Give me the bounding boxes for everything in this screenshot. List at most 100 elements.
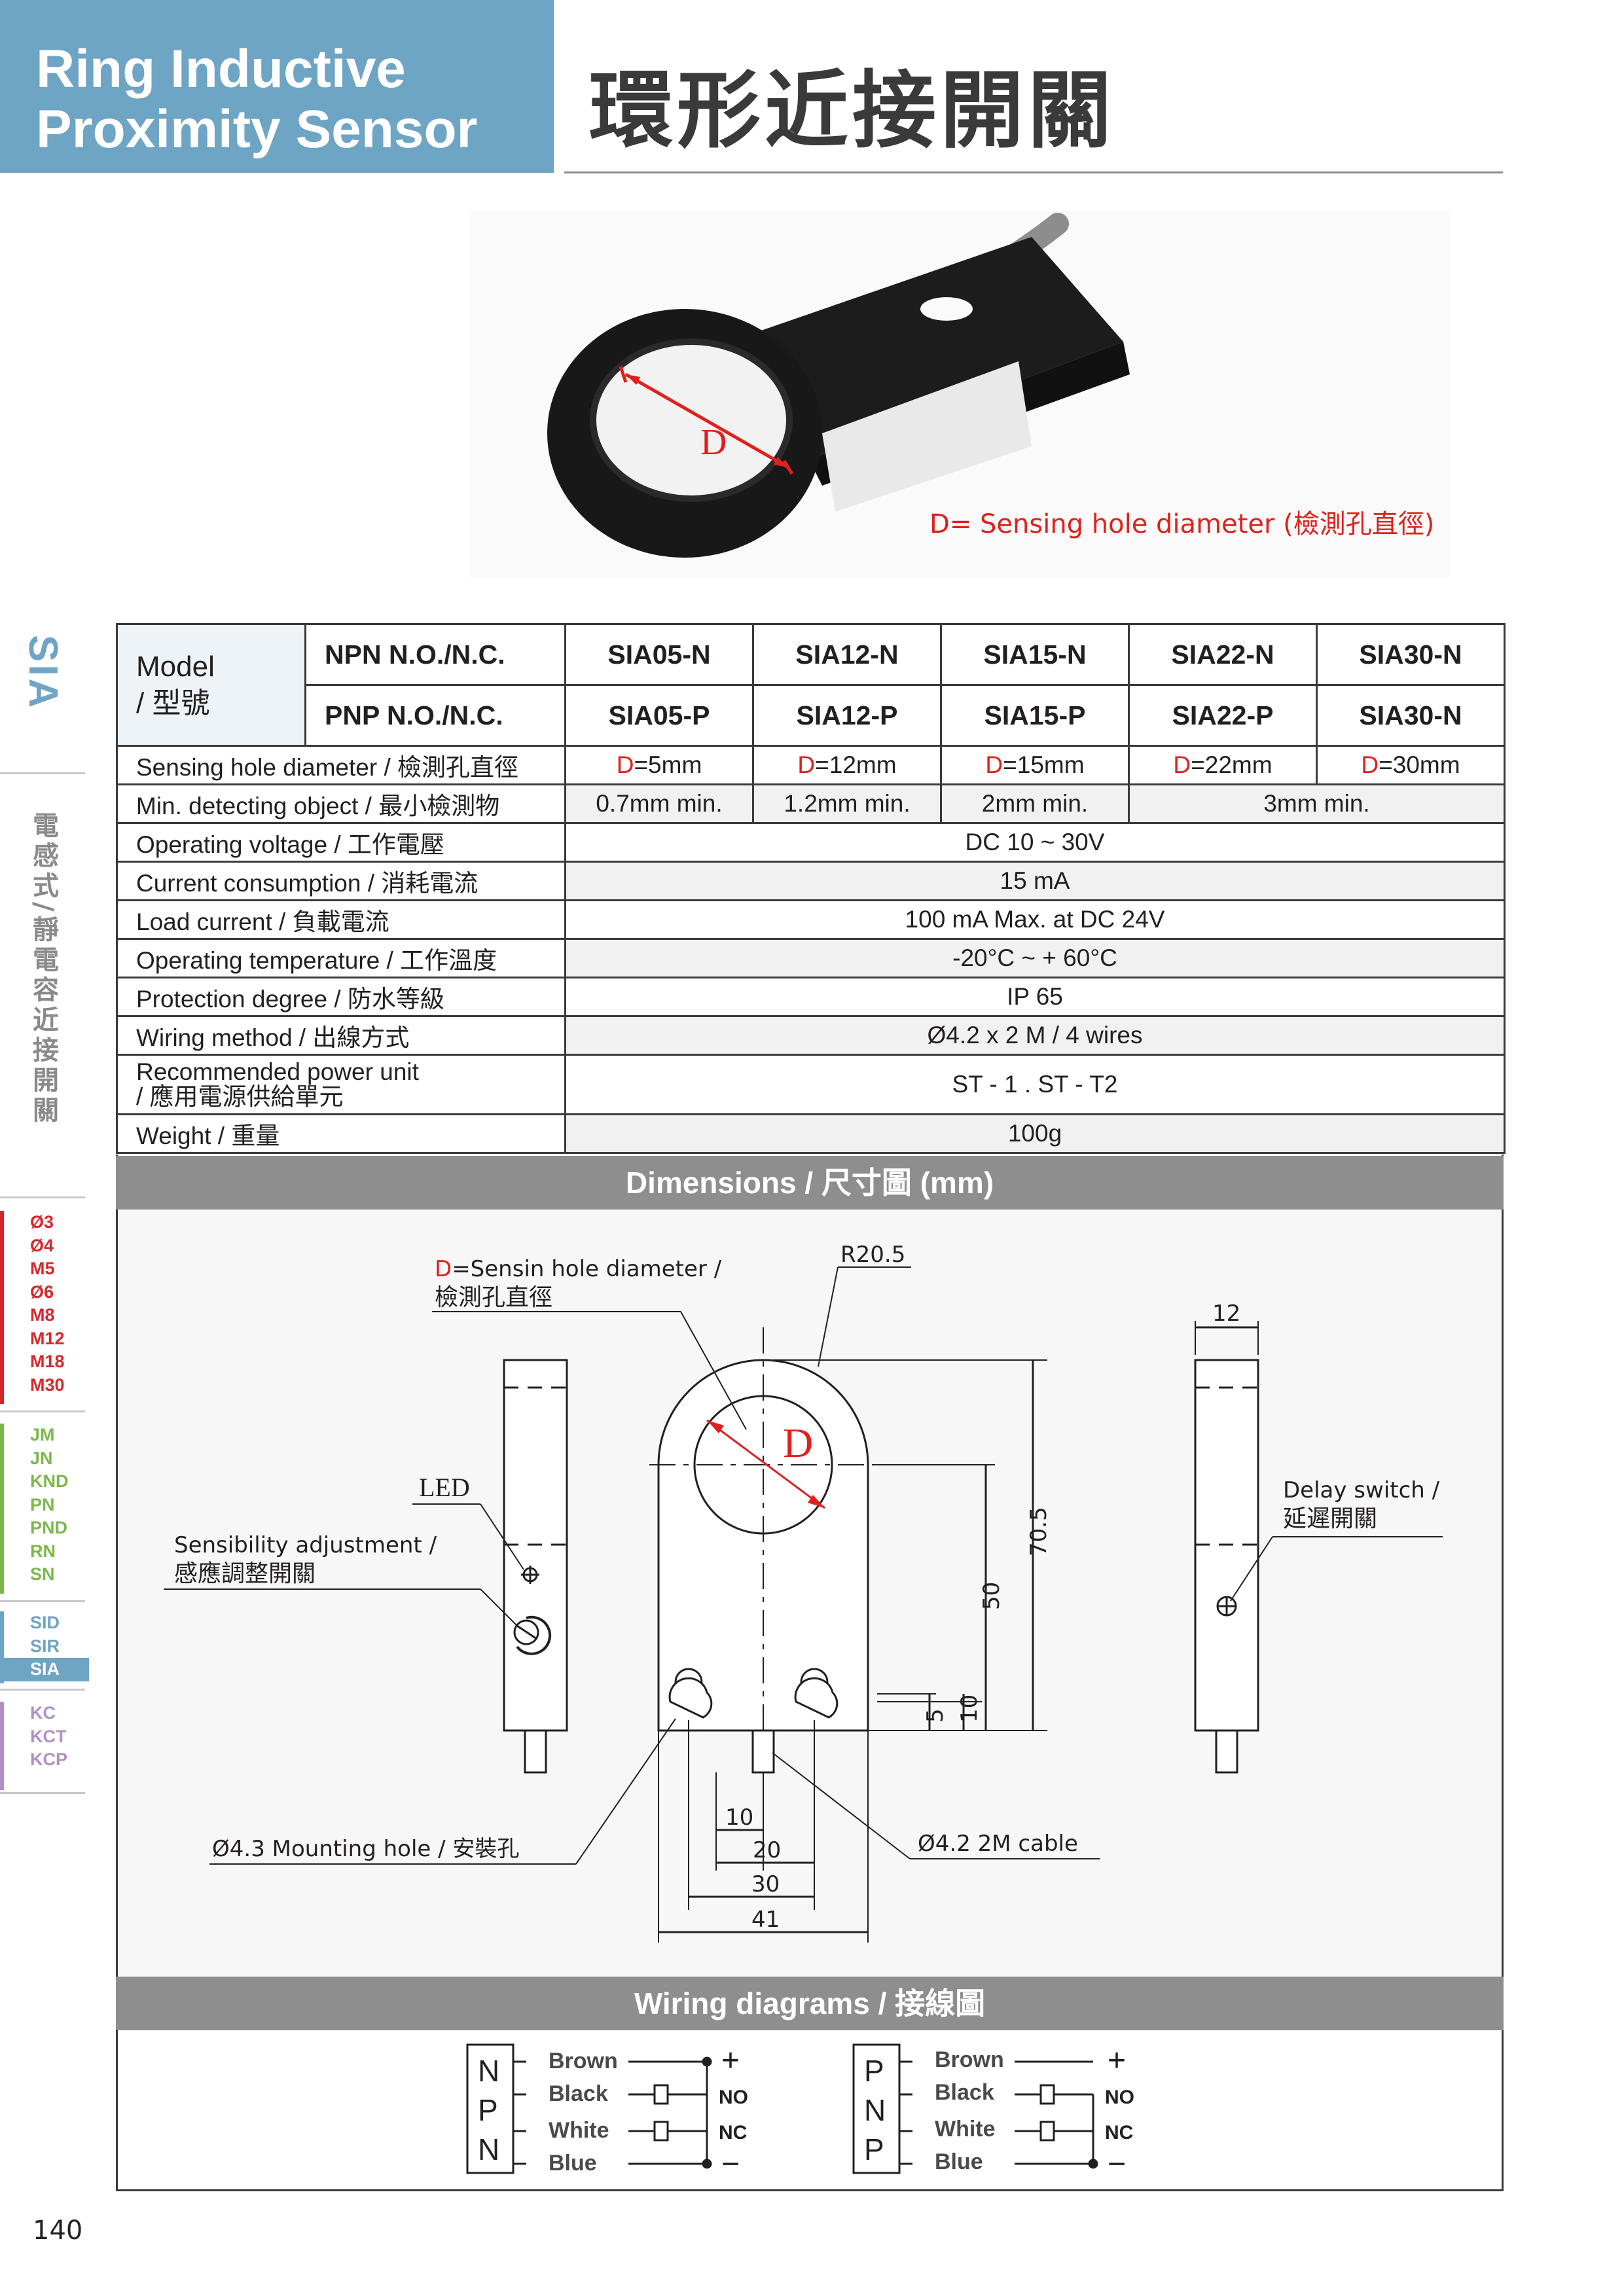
pnp-model: SIA12-P bbox=[752, 684, 942, 747]
nc-label: NC bbox=[719, 2122, 747, 2144]
pnp-letter: P bbox=[864, 2132, 884, 2166]
d-note-line-1: D=Sensin hole diameter / bbox=[435, 1256, 722, 1282]
side-item[interactable]: KND bbox=[30, 1471, 69, 1491]
side-divider bbox=[0, 1410, 85, 1412]
sensibility-label-1: Sensibility adjustment / bbox=[174, 1532, 437, 1558]
side-item[interactable]: SN bbox=[30, 1564, 55, 1584]
table-row: Sensing hole diameter / 檢測孔直徑 D=5mm D=12… bbox=[116, 745, 1506, 785]
row-label: Min. detecting object / 最小檢測物 bbox=[116, 783, 566, 824]
side-divider bbox=[0, 772, 85, 774]
d-prefix: D bbox=[1173, 751, 1191, 778]
side-item[interactable]: JN bbox=[30, 1448, 53, 1468]
row-label: Load current / 負載電流 bbox=[116, 899, 566, 940]
title-banner bbox=[0, 0, 554, 173]
row-label: Operating temperature / 工作溫度 bbox=[116, 938, 566, 978]
wire-black: Black bbox=[549, 2081, 608, 2106]
side-item[interactable]: SID bbox=[30, 1613, 60, 1632]
d-prefix: D bbox=[797, 751, 816, 778]
page-number: 140 bbox=[33, 2215, 83, 2246]
hole-cell: D=12mm bbox=[752, 745, 942, 785]
category-label: 電感式/靜電容近接開關 bbox=[28, 812, 58, 1126]
side-item[interactable]: KCP bbox=[30, 1749, 68, 1769]
d-prefix: D bbox=[616, 751, 634, 778]
npn-letter: N bbox=[478, 2132, 499, 2166]
table-row: Current consumption / 消耗電流 15 mA bbox=[116, 861, 1506, 901]
side-item[interactable]: Ø6 bbox=[30, 1282, 54, 1302]
wire-blue: Blue bbox=[935, 2149, 983, 2174]
row-value: Ø4.2 x 2 M / 4 wires bbox=[564, 1015, 1506, 1056]
d-prefix: D bbox=[985, 751, 1003, 778]
dim-12: 12 bbox=[1212, 1300, 1240, 1327]
row-value: 100 mA Max. at DC 24V bbox=[564, 899, 1506, 940]
side-item[interactable]: SIR bbox=[30, 1636, 60, 1656]
dim-5: 5 bbox=[922, 1708, 948, 1723]
diagram-frame bbox=[116, 1155, 1504, 2191]
table-row: Operating temperature / 工作溫度 -20°C ~ + 6… bbox=[116, 938, 1506, 978]
side-item[interactable]: M8 bbox=[30, 1305, 55, 1325]
hole-value: =5mm bbox=[634, 751, 702, 778]
dim-20: 20 bbox=[753, 1837, 781, 1863]
table-row: Wiring method / 出線方式 Ø4.2 x 2 M / 4 wire… bbox=[116, 1015, 1506, 1056]
side-item[interactable]: M30 bbox=[30, 1374, 65, 1395]
row-label: Current consumption / 消耗電流 bbox=[116, 861, 566, 901]
side-item[interactable]: KCT bbox=[30, 1726, 67, 1746]
wire-brown: Brown bbox=[935, 2047, 1004, 2072]
hole-cell: D=15mm bbox=[940, 745, 1130, 785]
side-item[interactable]: Ø3 bbox=[30, 1212, 54, 1232]
npn-model: SIA12-N bbox=[752, 623, 942, 686]
row-value: 15 mA bbox=[564, 861, 1506, 901]
dim-41: 41 bbox=[751, 1907, 780, 1933]
d-prefix: D bbox=[1361, 751, 1379, 778]
side-item[interactable]: RN bbox=[30, 1541, 56, 1561]
pnp-diagram: P N P Brown Black White Blue + NO NC − bbox=[852, 2043, 1134, 2181]
side-item[interactable]: JM bbox=[30, 1425, 55, 1444]
row-label: Recommended power unit/ 應用電源供給單元 bbox=[116, 1054, 566, 1115]
plus-sign: + bbox=[721, 2043, 740, 2078]
table-row: Weight / 重量 100g bbox=[116, 1113, 1506, 1154]
table-row: Recommended power unit/ 應用電源供給單元 ST - 1 … bbox=[116, 1054, 1506, 1115]
row-value: -20°C ~ + 60°C bbox=[564, 938, 1506, 978]
d-note-prefix: D bbox=[435, 1256, 452, 1282]
title-chinese: 環形近接開關 bbox=[589, 62, 1116, 160]
diagram-d-label: D bbox=[783, 1420, 813, 1466]
table-row: Operating voltage / 工作電壓 DC 10 ~ 30V bbox=[116, 822, 1506, 863]
side-item[interactable]: PN bbox=[30, 1494, 55, 1515]
dim-70-5: 70.5 bbox=[1026, 1507, 1052, 1556]
hole-cell: D=22mm bbox=[1128, 745, 1318, 785]
table-row: Min. detecting object / 最小檢測物 0.7mm min.… bbox=[116, 783, 1506, 824]
photo-d-label: D bbox=[700, 422, 727, 463]
row-label: Weight / 重量 bbox=[116, 1113, 566, 1154]
wire-white: White bbox=[935, 2117, 996, 2142]
spec-table: Model/ 型號 NPN N.O./N.C. SIA05-N SIA12-N … bbox=[116, 623, 1506, 1154]
side-item[interactable]: M12 bbox=[30, 1328, 65, 1348]
side-group-jm: JM JN KND PN PND RN SN bbox=[0, 1424, 85, 1594]
wire-black: Black bbox=[935, 2080, 994, 2105]
side-item-active[interactable]: SIA bbox=[4, 1658, 89, 1681]
no-label: NO bbox=[719, 2087, 748, 2108]
hole-value: =12mm bbox=[815, 751, 897, 778]
series-code: SIA bbox=[20, 635, 65, 711]
npn-model: SIA05-N bbox=[564, 623, 754, 686]
side-item[interactable]: Ø4 bbox=[30, 1235, 54, 1255]
npn-letter: P bbox=[478, 2093, 498, 2127]
minus-sign: − bbox=[721, 2147, 740, 2181]
radius-label: R20.5 bbox=[840, 1242, 905, 1268]
dim-30: 30 bbox=[751, 1871, 780, 1897]
product-photo: D bbox=[469, 211, 1451, 577]
min-object-value: 0.7mm min. bbox=[564, 783, 754, 824]
row-label: Protection degree / 防水等級 bbox=[116, 977, 566, 1017]
pnp-letter: N bbox=[864, 2093, 886, 2127]
side-item[interactable]: KC bbox=[30, 1703, 56, 1723]
model-label: Model bbox=[136, 650, 215, 683]
side-item[interactable]: M5 bbox=[30, 1259, 55, 1278]
power-label-line-2: / 應用電源供給單元 bbox=[136, 1083, 344, 1110]
side-item[interactable]: PND bbox=[30, 1518, 68, 1537]
side-item[interactable]: M18 bbox=[30, 1352, 65, 1371]
pnp-model: SIA22-P bbox=[1128, 684, 1318, 747]
led-label: LED bbox=[419, 1473, 470, 1502]
title-english: Ring Inductive Proximity Sensor bbox=[36, 39, 477, 160]
dim-50: 50 bbox=[979, 1582, 1005, 1610]
npn-letter: N bbox=[478, 2054, 499, 2088]
delay-label-2: 延遲開關 bbox=[1283, 1505, 1377, 1532]
wire-brown: Brown bbox=[549, 2049, 618, 2073]
